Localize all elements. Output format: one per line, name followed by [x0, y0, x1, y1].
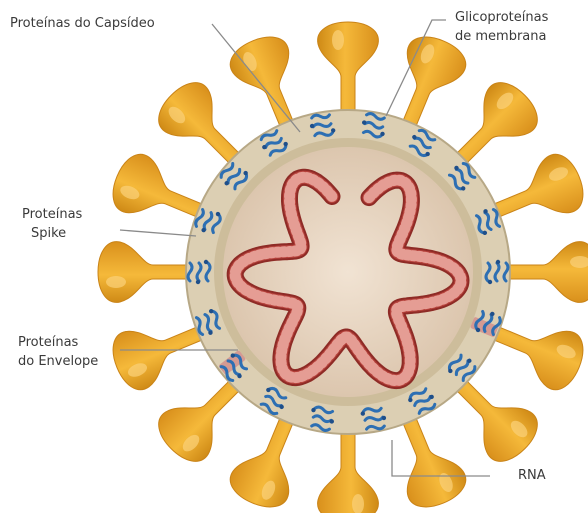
label-spike-proteins: Proteínas Spike [22, 205, 82, 243]
label-envelope-proteins: Proteínas do Envelope [18, 333, 98, 371]
label-envelope-line2: do Envelope [18, 352, 98, 371]
spike-protein-icon [98, 242, 198, 303]
label-glycoproteins: Glicoproteínas de membrana [455, 8, 548, 46]
label-glycoproteins-line2: de membrana [455, 27, 548, 46]
glycoprotein-icon [188, 260, 210, 284]
leader-line-spike [120, 230, 196, 236]
spike-protein-icon [318, 422, 379, 513]
spike-protein-icon [498, 242, 588, 303]
glycoprotein-icon [486, 260, 508, 284]
label-spike-line2: Spike [22, 224, 82, 243]
virus-interior [223, 147, 473, 397]
label-glycoproteins-line1: Glicoproteínas [455, 8, 548, 27]
label-capsid-proteins: Proteínas do Capsídeo [10, 14, 155, 33]
label-rna: RNA [518, 466, 546, 485]
label-envelope-line1: Proteínas [18, 333, 98, 352]
spike-protein-icon [318, 22, 379, 122]
label-spike-line1: Proteínas [22, 205, 82, 224]
